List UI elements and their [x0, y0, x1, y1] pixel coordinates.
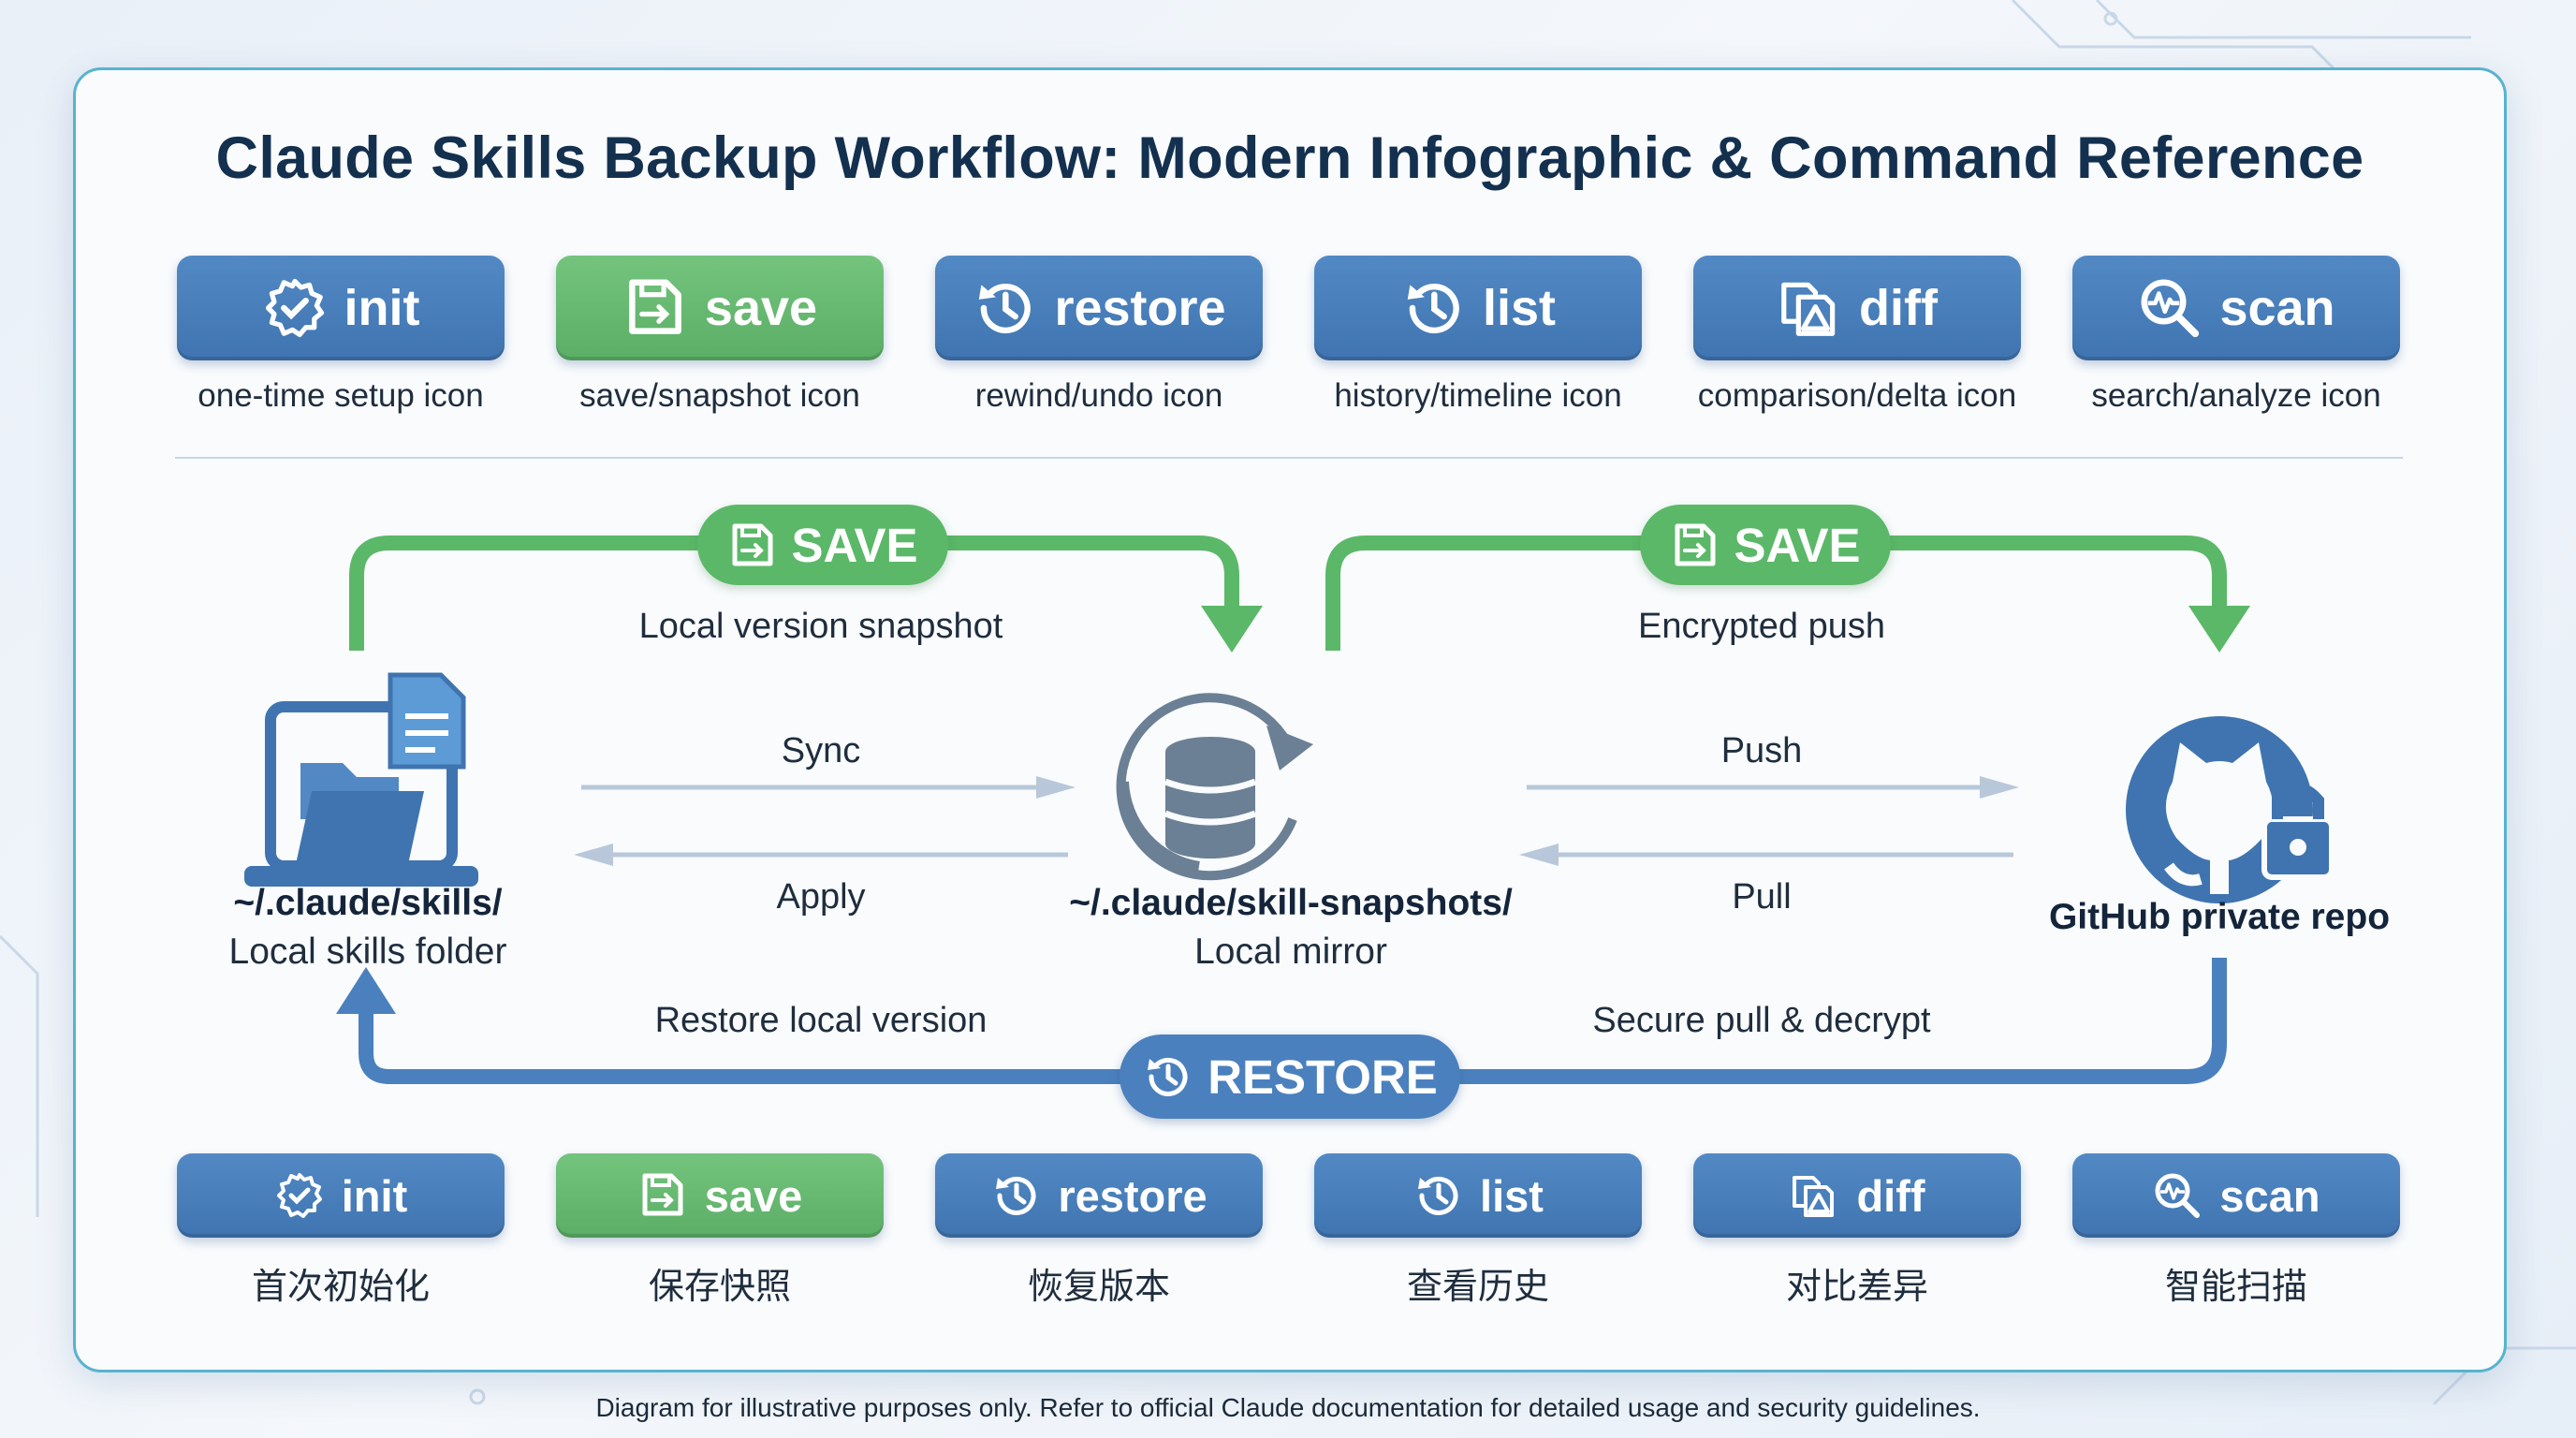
- history-icon: [1407, 283, 1459, 334]
- sync-label: Sync: [781, 731, 861, 770]
- top-restore-caption: rewind/undo icon: [974, 377, 1223, 414]
- mirror-node-path: ~/.claude/skill-snapshots/: [1069, 883, 1513, 923]
- save-arrow-icon: [1675, 523, 1716, 566]
- save-arrow-icon: [642, 1173, 683, 1216]
- divider: [175, 457, 2403, 459]
- bottom-scan-caption: 智能扫描: [2164, 1268, 2307, 1307]
- top-init-button[interactable]: init: [177, 256, 505, 360]
- top-diff-label: diff: [1859, 280, 1938, 336]
- restore-local-caption: Restore local version: [654, 1001, 988, 1040]
- top-diff-button[interactable]: diff: [1693, 256, 2021, 360]
- local-node-name: Local skills folder: [228, 932, 507, 972]
- top-scan-caption: search/analyze icon: [2091, 377, 2381, 414]
- restore-remote-caption: Secure pull & decrypt: [1592, 1001, 1931, 1040]
- push-label: Push: [1720, 731, 1803, 770]
- bottom-init-button[interactable]: init: [177, 1153, 505, 1238]
- bottom-restore-caption: 恢复版本: [1027, 1268, 1170, 1307]
- pull-label: Pull: [1732, 877, 1792, 917]
- footer-disclaimer: Diagram for illustrative purposes only. …: [595, 1393, 1981, 1422]
- top-scan-label: scan: [2219, 280, 2335, 336]
- bottom-list-label: list: [1480, 1170, 1544, 1221]
- github-lock-icon: [2126, 716, 2334, 903]
- save-right-arrowhead: [2188, 606, 2250, 653]
- bottom-save-button[interactable]: save: [556, 1153, 884, 1238]
- bottom-diff-button[interactable]: diff: [1693, 1153, 2021, 1238]
- top-list-button[interactable]: list: [1314, 256, 1642, 360]
- bottom-save-caption: 保存快照: [648, 1268, 791, 1307]
- top-save-button[interactable]: save: [556, 256, 884, 360]
- gear-check-icon: [276, 1173, 322, 1218]
- magnifier-pulse-icon: [2155, 1173, 2201, 1218]
- save-local-caption: Local version snapshot: [638, 607, 1003, 646]
- top-init-label: init: [344, 280, 420, 336]
- bottom-init-label: init: [341, 1170, 408, 1221]
- top-list-caption: history/timeline icon: [1334, 377, 1622, 414]
- restore-pill[interactable]: RESTORE: [1120, 1034, 1460, 1119]
- save-local-pill[interactable]: SAVE: [697, 505, 948, 585]
- top-restore-button[interactable]: restore: [935, 256, 1263, 360]
- save-remote-caption: Encrypted push: [1637, 607, 1886, 646]
- history-icon: [1148, 1057, 1188, 1096]
- top-save-label: save: [704, 280, 818, 336]
- documents-delta-icon: [1793, 1176, 1835, 1217]
- bottom-diff-label: diff: [1856, 1170, 1925, 1221]
- database-sync-icon: [1116, 693, 1313, 881]
- save-left-arrowhead: [1201, 606, 1263, 653]
- sync-arrow: [581, 776, 1076, 799]
- magnifier-pulse-icon: [2141, 279, 2200, 338]
- bottom-restore-label: restore: [1058, 1170, 1208, 1221]
- bottom-restore-button[interactable]: restore: [935, 1153, 1263, 1238]
- restore-label: RESTORE: [1208, 1049, 1438, 1104]
- mirror-node-name: Local mirror: [1194, 932, 1387, 972]
- bottom-list-button[interactable]: list: [1314, 1153, 1642, 1238]
- top-scan-button[interactable]: scan: [2072, 256, 2400, 360]
- restore-arrowhead: [336, 967, 396, 1014]
- history-icon: [1418, 1176, 1458, 1215]
- bottom-save-label: save: [704, 1170, 803, 1221]
- gear-check-icon: [265, 278, 324, 338]
- save-arrow-icon: [629, 279, 681, 334]
- history-icon: [996, 1176, 1036, 1215]
- local-node-path: ~/.claude/skills/: [233, 883, 503, 923]
- top-save-caption: save/snapshot icon: [579, 377, 860, 414]
- save-remote-label: SAVE: [1734, 518, 1861, 572]
- apply-arrow: [574, 844, 1068, 866]
- top-init-caption: one-time setup icon: [198, 377, 484, 414]
- laptop-folder-icon: [244, 672, 478, 887]
- history-icon: [979, 283, 1032, 334]
- page-title: Claude Skills Backup Workflow: Modern In…: [215, 125, 2364, 191]
- top-diff-caption: comparison/delta icon: [1697, 377, 2017, 414]
- bottom-scan-label: scan: [2219, 1170, 2320, 1221]
- save-remote-pill[interactable]: SAVE: [1640, 505, 1891, 585]
- top-restore-label: restore: [1054, 280, 1226, 336]
- save-arrow-icon: [732, 523, 773, 566]
- bottom-diff-caption: 对比差异: [1785, 1268, 1928, 1307]
- bottom-scan-button[interactable]: scan: [2072, 1153, 2400, 1238]
- bottom-list-caption: 查看历史: [1406, 1268, 1549, 1307]
- github-node-name: GitHub private repo: [2048, 897, 2391, 937]
- save-local-label: SAVE: [791, 518, 918, 572]
- workflow-diagram: [244, 536, 2334, 1084]
- push-arrow: [1527, 776, 2019, 799]
- bottom-init-caption: 首次初始化: [251, 1268, 430, 1307]
- documents-delta-icon: [1781, 282, 1836, 336]
- pull-arrow: [1519, 844, 2013, 866]
- apply-label: Apply: [776, 877, 866, 917]
- infographic-card: Claude Skills Backup Workflow: Modern In…: [73, 67, 2507, 1372]
- top-list-label: list: [1482, 280, 1557, 336]
